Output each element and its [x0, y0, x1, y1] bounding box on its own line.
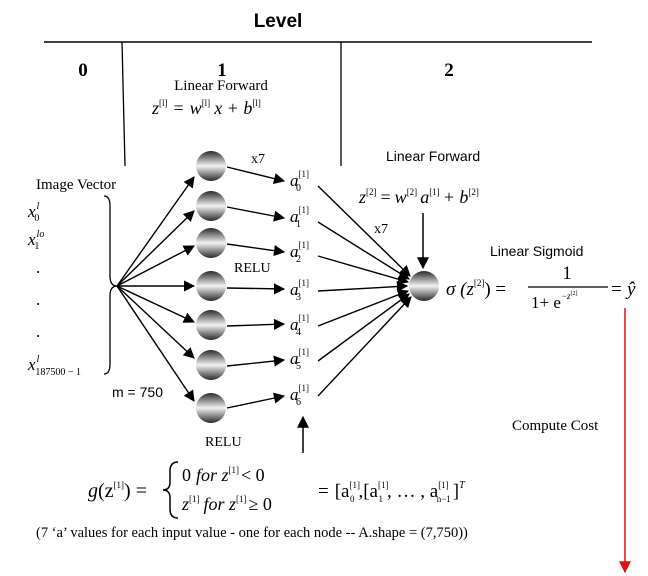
- a6-to-output-arrow: [317, 296, 412, 397]
- level-0-header: 0: [78, 60, 88, 81]
- linear-sigmoid-label: Linear Sigmoid: [490, 243, 583, 259]
- image-vector-label: Image Vector: [36, 177, 116, 193]
- input-arrow-0: [116, 176, 195, 287]
- column-divider-0-1: [121, 41, 126, 167]
- a4-to-output-arrow: [317, 289, 410, 327]
- activation-a2: a[1]2: [290, 240, 309, 265]
- output-node: [409, 271, 439, 301]
- a0-to-output-arrow: [317, 185, 411, 277]
- hidden-node-5: [196, 350, 226, 380]
- input-ellipsis-1: .: [36, 258, 40, 277]
- hidden-node-0: [196, 151, 226, 181]
- activation-a4: a[1]4: [290, 313, 309, 338]
- node-to-a3-arrow: [226, 283, 286, 295]
- hidden-layer: [196, 151, 226, 423]
- node-to-a0-arrow: [226, 166, 286, 185]
- linear-forward-equation-1: z[l]=w[l]x + b[l]: [151, 98, 261, 118]
- linear-forward-label-1: Linear Forward: [174, 78, 268, 94]
- a2-to-output-arrow: [317, 255, 410, 285]
- multiplier-label-x7-mid: x7: [374, 222, 388, 237]
- linear-forward-label-2: Linear Forward: [386, 148, 480, 164]
- relu-case-positive: z[1]for z[1]≥ 0: [181, 494, 272, 514]
- activation-shape-note: (7 ‘a’ values for each input value - one…: [36, 525, 468, 541]
- hidden-node-1: [196, 191, 226, 221]
- relu-cases-brace: [162, 461, 179, 519]
- compute-cost-label: Compute Cost: [512, 418, 599, 434]
- relu-label-mid: RELU: [234, 261, 271, 276]
- node-to-a6-arrow: [226, 392, 286, 409]
- sigmoid-lhs: σ (z[2]) =: [446, 278, 506, 300]
- hidden-node-4: [196, 310, 226, 340]
- node-to-a1-arrow: [226, 206, 286, 222]
- sample-count-label: m = 750: [112, 384, 163, 400]
- input-brace: [103, 195, 118, 375]
- output-arrows: [317, 185, 412, 397]
- hidden-node-2: [196, 228, 226, 258]
- a3-to-output-arrow: [317, 280, 409, 293]
- level-title: Level: [254, 11, 303, 32]
- input-ellipsis-2: .: [36, 290, 40, 309]
- input-arrow-6: [116, 285, 195, 402]
- input-arrow-1: [116, 210, 195, 287]
- a5-to-output-arrow: [317, 293, 410, 362]
- sigmoid-numerator: 1: [562, 263, 572, 284]
- input-ellipsis-3: .: [36, 322, 40, 341]
- level-2-header: 2: [444, 60, 454, 81]
- sigmoid-yhat-equals: =: [611, 279, 622, 300]
- input-arrows: [116, 176, 196, 402]
- input-arrow-5: [116, 285, 195, 359]
- input-arrow-2: [116, 245, 195, 287]
- activation-a6: a[1]6: [290, 383, 309, 408]
- activation-arrows: [226, 166, 286, 409]
- sigmoid-yhat: ŷ: [625, 279, 636, 300]
- sigmoid-denominator: 1+ e−z[2]: [531, 291, 577, 312]
- activation-a1: a[1]1: [290, 205, 309, 230]
- a1-to-output-arrow: [317, 221, 410, 280]
- node-to-a2-arrow: [226, 243, 286, 257]
- input-arrow-4: [116, 285, 196, 323]
- activation-a0: a[1]0: [290, 169, 309, 194]
- hidden-node-3: [196, 271, 226, 301]
- level-1-header: 1: [217, 60, 227, 81]
- activation-labels: a[1]0 a[1]1 a[1]2 a[1]3 a[1]4 a[1]5 a[1]…: [290, 169, 309, 408]
- hidden-node-6: [196, 393, 226, 423]
- relu-function-lhs: g(z[1]) =: [88, 480, 147, 502]
- linear-forward-equation-2: z[2]=w[2]a[1]+ b[2]: [358, 187, 479, 207]
- relu-label-bottom: RELU: [205, 435, 242, 450]
- node-to-a5-arrow: [226, 355, 286, 367]
- node-to-a4-arrow: [226, 318, 286, 330]
- activation-a5: a[1]5: [290, 347, 309, 372]
- multiplier-label-x7-top: x7: [251, 152, 265, 167]
- activation-a3: a[1]3: [290, 278, 309, 303]
- relu-activation-vector: =[a[1]0,[a[1]1, … , a[1]n−1]T: [318, 480, 466, 504]
